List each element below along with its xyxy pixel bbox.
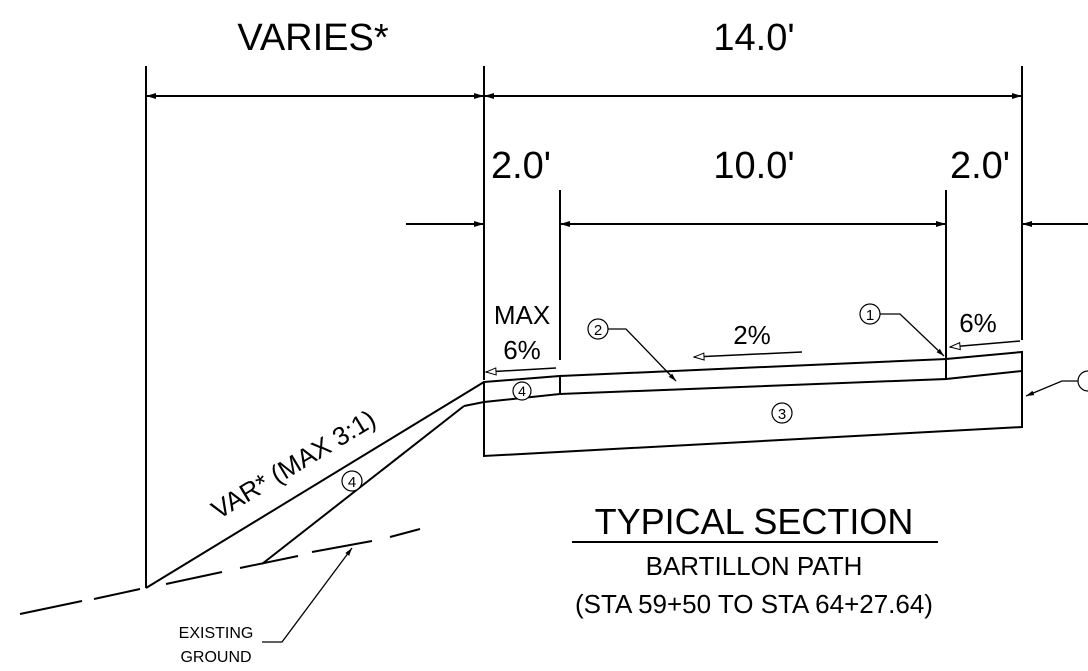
right-slope-label: 6%	[959, 308, 997, 338]
left-max-value: 6%	[503, 335, 541, 365]
svg-text:3: 3	[778, 406, 786, 423]
side-slope-label: VAR* (MAX 3:1)	[206, 404, 381, 525]
section-title: TYPICAL SECTION	[595, 501, 914, 542]
left-shoulder-dimension-label: 2.0'	[491, 145, 551, 187]
callout-4-slope: 4	[341, 470, 363, 492]
callout-2: 2	[587, 318, 677, 382]
callout-right-edge	[1025, 370, 1088, 397]
varies-dimension-label: VARIES*	[237, 17, 389, 59]
section-geometry	[145, 350, 1023, 589]
callout-1: 1	[859, 303, 945, 357]
total-width-dimension-label: 14.0'	[713, 17, 794, 59]
side-slope-bottom	[463, 401, 485, 407]
right-slope-arrow	[948, 340, 1021, 351]
existing-ground-note-line1: EXISTING	[179, 625, 254, 642]
path-slope-label: 2%	[733, 320, 771, 350]
right-shoulder-dimension-label: 2.0'	[950, 145, 1010, 187]
path-surface-layer	[559, 357, 947, 396]
svg-text:4: 4	[518, 383, 526, 399]
svg-text:2: 2	[594, 322, 602, 339]
callout-4-shoulder: 4	[512, 381, 532, 401]
section-subtitle: BARTILLON PATH	[646, 551, 863, 581]
callout-3: 3	[771, 402, 793, 424]
left-slope-arrow	[484, 367, 557, 376]
dimension-lines	[146, 93, 1088, 227]
left-max-label: MAX	[494, 300, 550, 330]
path-width-dimension-label: 10.0'	[713, 145, 794, 187]
svg-text:1: 1	[866, 307, 874, 324]
extension-lines	[145, 66, 1023, 588]
svg-text:4: 4	[348, 474, 356, 491]
existing-ground-line	[19, 528, 421, 615]
side-slope-top	[145, 381, 485, 589]
side-slope-fill-line	[261, 405, 465, 565]
section-station-range: (STA 59+50 TO STA 64+27.64)	[575, 589, 933, 619]
base-layer	[483, 371, 1023, 458]
existing-ground-note-line2: GROUND	[180, 649, 251, 666]
right-shoulder-layer	[945, 350, 1023, 381]
existing-ground-leader	[262, 547, 353, 643]
path-slope-arrow	[692, 351, 803, 361]
